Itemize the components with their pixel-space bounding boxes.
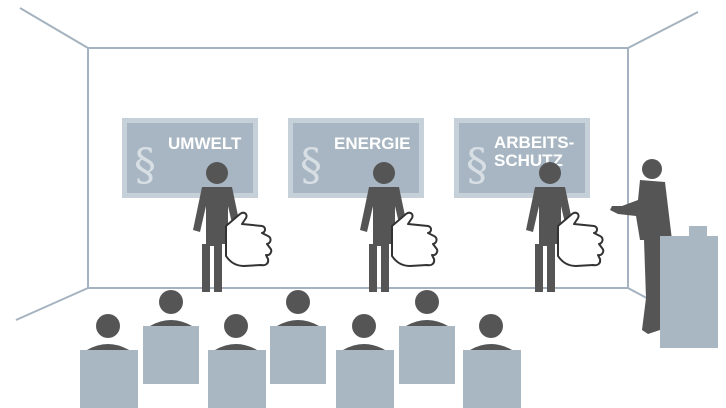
person-at-board-2 xyxy=(360,162,408,292)
person-icon xyxy=(206,162,228,184)
audience-member xyxy=(463,314,521,408)
audience-member xyxy=(80,314,138,408)
pointing-hand-icon xyxy=(391,211,439,267)
pointing-hand-icon xyxy=(557,211,605,267)
person-at-board-3 xyxy=(526,162,574,292)
board-label-arbeits: ARBEITS- xyxy=(494,133,574,152)
board-label-energie: ENERGIE xyxy=(334,134,411,153)
audience-member xyxy=(399,290,455,384)
pointing-hand-icon xyxy=(225,211,273,267)
person-icon xyxy=(539,162,561,184)
info-board-energie: § ENERGIE xyxy=(288,118,424,198)
podium-icon xyxy=(660,226,718,348)
info-board-arbeitsschutz: § ARBEITS- SCHUTZ xyxy=(454,118,590,198)
person-icon xyxy=(373,162,395,184)
audience-member xyxy=(336,314,394,408)
info-board-umwelt: § UMWELT xyxy=(122,118,258,198)
audience-member xyxy=(143,290,199,384)
speaker-icon xyxy=(610,159,672,334)
paragraph-icon: § xyxy=(466,140,488,191)
paragraph-icon: § xyxy=(300,140,322,191)
board-label-umwelt: UMWELT xyxy=(168,134,242,153)
audience-member xyxy=(270,290,326,384)
paragraph-icon: § xyxy=(134,140,156,191)
person-at-board-1 xyxy=(193,162,241,292)
audience xyxy=(80,290,521,408)
audience-member xyxy=(208,314,266,408)
